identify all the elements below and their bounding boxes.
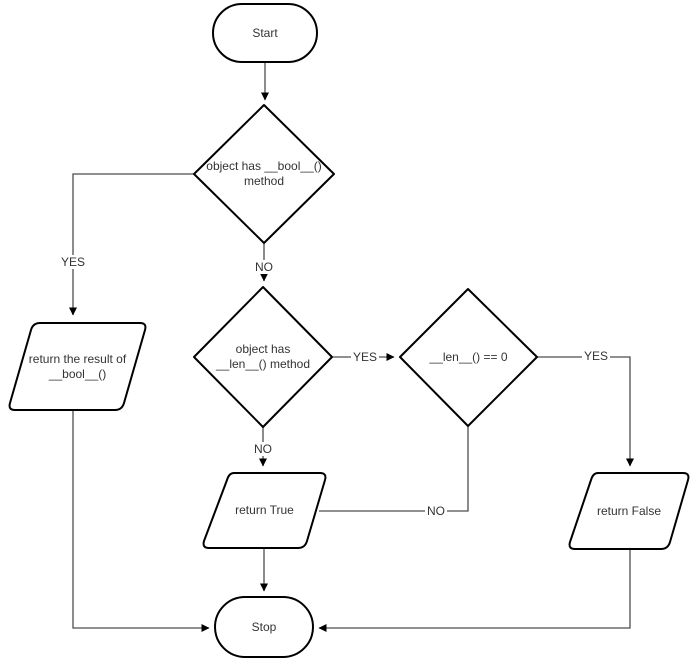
io-return-bool-result-shape	[8, 322, 147, 411]
decision-len-zero-shape	[399, 288, 538, 427]
decision-bool-shape	[193, 104, 335, 244]
edge-bool-yes	[69, 173, 194, 316]
decision-len-shape	[193, 286, 333, 428]
edge-len-zero-yes	[537, 356, 634, 467]
edge-return-bool-to-stop	[72, 410, 210, 632]
edge-len-zero-no	[319, 426, 469, 512]
edge-return-false-to-stop	[318, 549, 631, 632]
io-return-true-shape	[202, 472, 327, 549]
start-terminator-shape	[212, 3, 318, 63]
stop-terminator-shape	[214, 596, 314, 658]
io-return-false-shape	[568, 472, 690, 550]
